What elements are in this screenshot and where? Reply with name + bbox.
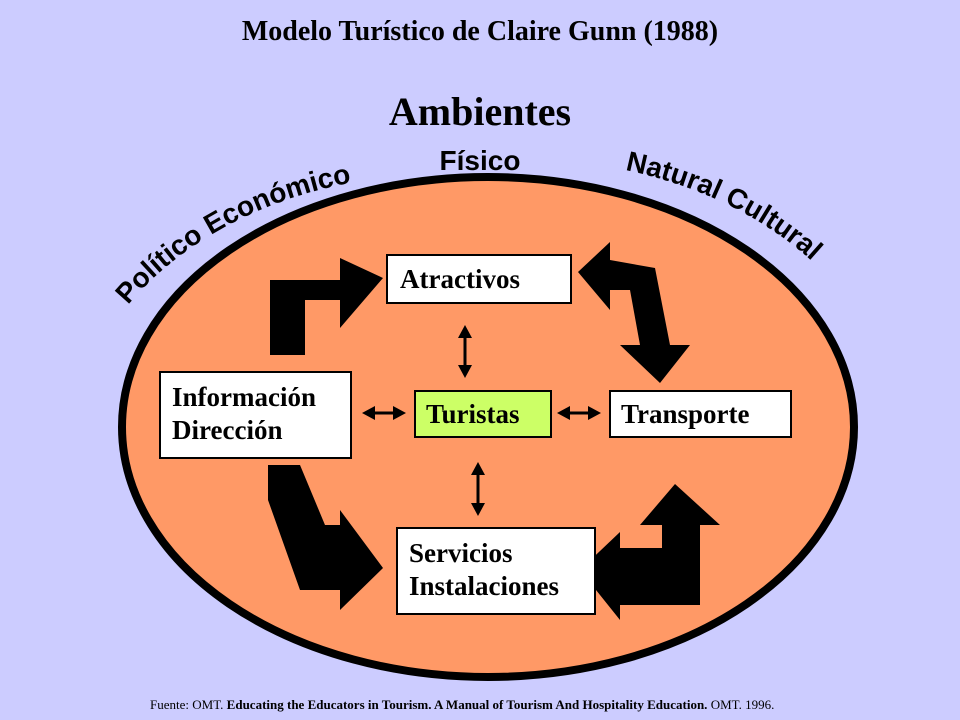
- source-citation: Fuente: OMT. Educating the Educators in …: [150, 697, 950, 713]
- arrow-turistas-transporte: [557, 406, 601, 420]
- arrow-turistas-atractivos: [458, 325, 472, 378]
- box-servicios-line2: Instalaciones: [409, 571, 560, 601]
- heading-ambientes: Ambientes: [388, 89, 572, 134]
- box-informacion: Información Dirección: [159, 371, 352, 459]
- arrow-bottom-right: [580, 484, 720, 620]
- page-title: Modelo Turístico de Claire Gunn (1988): [241, 16, 719, 47]
- box-informacion-line2: Dirección: [172, 415, 283, 445]
- box-turistas: Turistas: [414, 390, 552, 438]
- source-work: Educating the Educators in Tourism. A Ma…: [226, 697, 708, 712]
- arrow-turistas-servicios: [471, 462, 485, 516]
- box-servicios: Servicios Instalaciones: [396, 527, 596, 615]
- source-prefix: Fuente: OMT.: [150, 697, 227, 712]
- box-servicios-line1: Servicios: [409, 538, 513, 568]
- box-informacion-line1: Información: [172, 382, 316, 412]
- box-transporte: Transporte: [609, 390, 792, 438]
- arrow-info-turistas: [362, 406, 406, 420]
- box-atractivos-label: Atractivos: [400, 264, 520, 294]
- box-atractivos: Atractivos: [386, 254, 572, 304]
- label-fisico: Físico: [439, 145, 521, 176]
- source-suffix: OMT. 1996.: [707, 697, 775, 712]
- box-turistas-label: Turistas: [426, 399, 520, 429]
- arrow-top-left: [250, 258, 383, 355]
- arrow-top-right: [578, 242, 690, 383]
- box-transporte-label: Transporte: [621, 399, 750, 429]
- arrow-bottom-left: [268, 465, 383, 610]
